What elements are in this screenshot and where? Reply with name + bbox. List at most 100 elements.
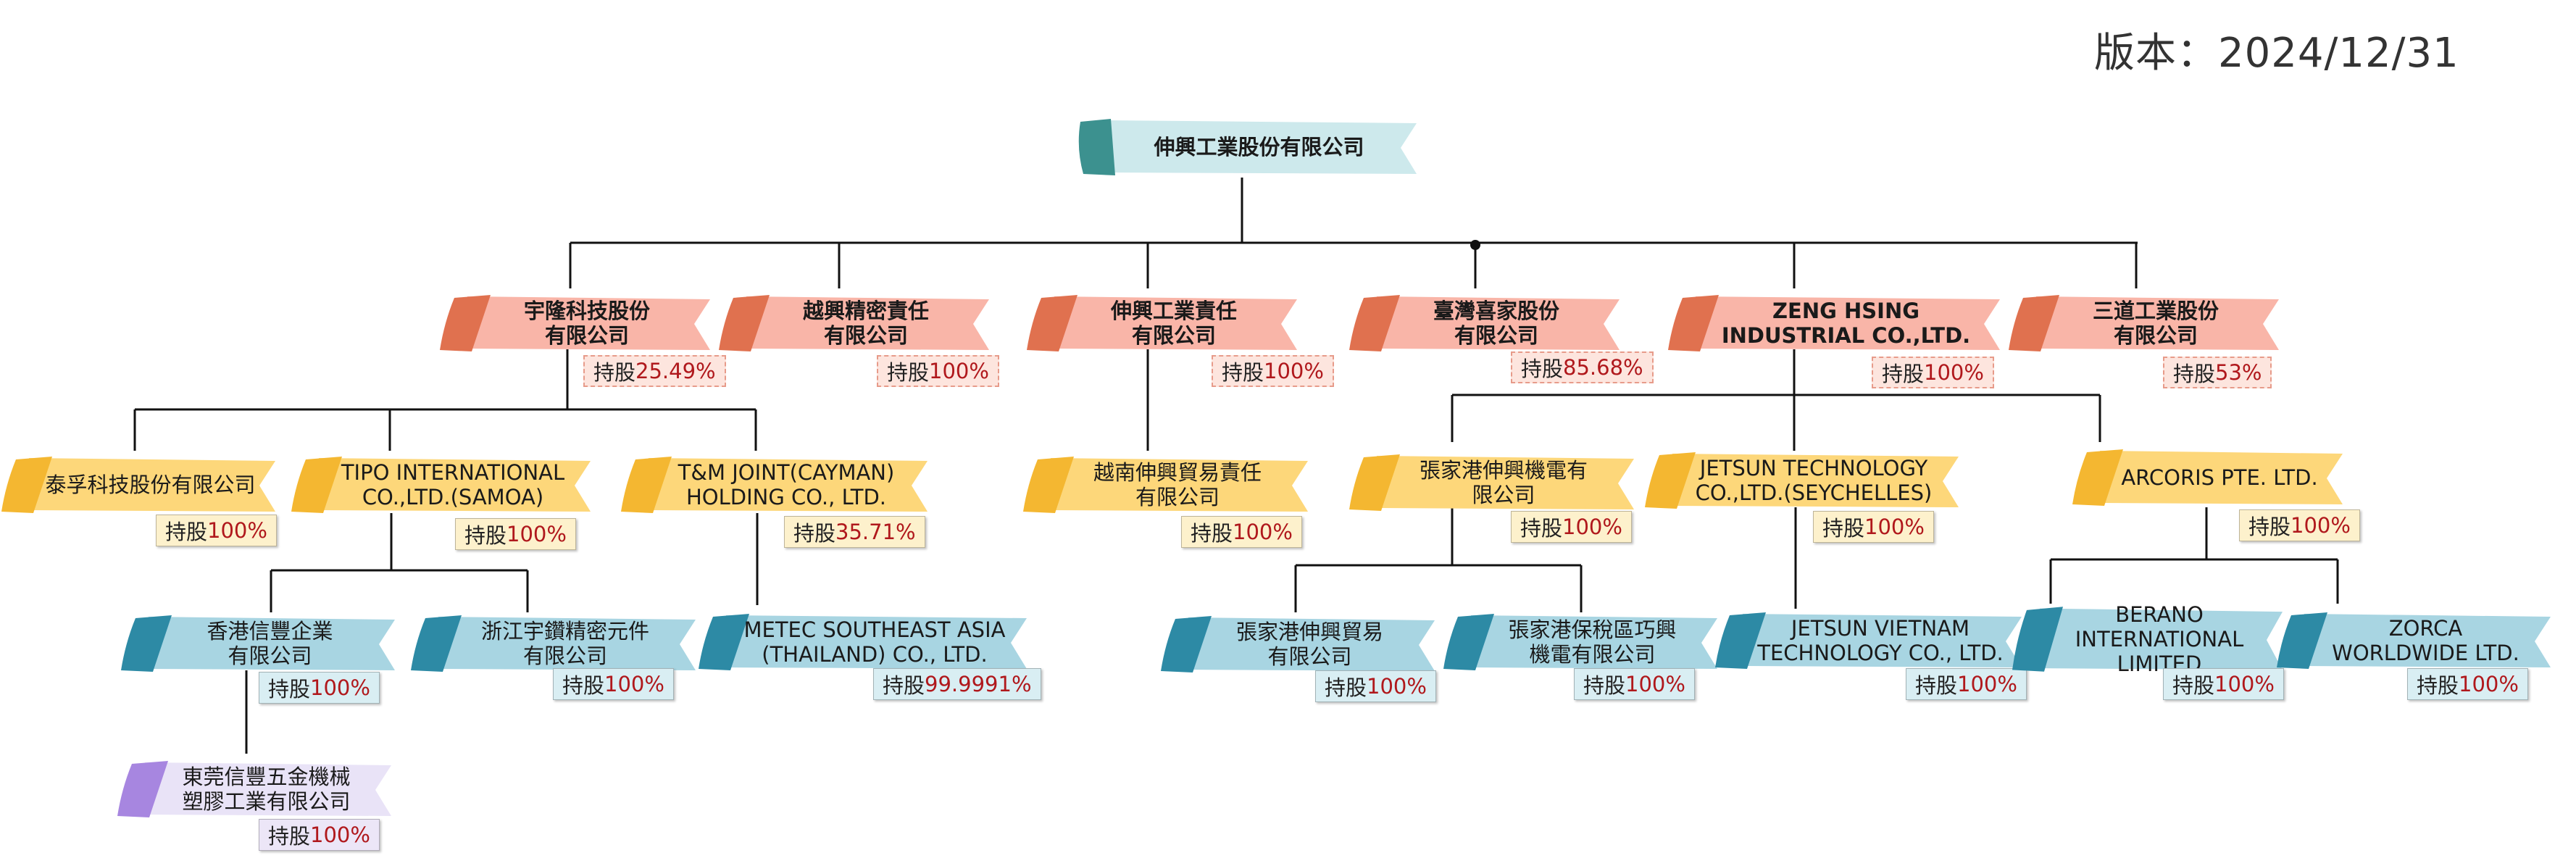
company-name: T&M JOINT(CAYMAN)HOLDING CO., LTD. — [678, 460, 895, 509]
company-name: 臺灣喜家股份有限公司 — [1433, 299, 1559, 348]
stake-percent: 100% — [2459, 672, 2519, 696]
ribbon-shape — [1078, 119, 1417, 175]
company-name: 張家港伸興貿易有限公司 — [1235, 620, 1383, 669]
ribbon-shape — [1645, 452, 1959, 509]
stake-percent: 100% — [929, 359, 989, 383]
stake-percent: 99.9991% — [925, 672, 1032, 696]
stake-percent: 100% — [310, 675, 370, 700]
ribbon-shape — [2072, 449, 2343, 506]
company-node-level3: T&M JOINT(CAYMAN)HOLDING CO., LTD. — [620, 455, 931, 515]
company-node-level3: 越南伸興貿易責任有限公司 — [1022, 455, 1312, 515]
stake-prefix: 持股 — [1882, 362, 1925, 386]
stake-percent: 100% — [1957, 672, 2017, 696]
stake-percent: 100% — [310, 823, 370, 847]
ribbon-shape — [291, 457, 591, 513]
company-name: 三道工業股份有限公司 — [2092, 299, 2219, 348]
ribbon-shape — [1443, 614, 1717, 670]
company-name: 張家港伸興機電有限公司 — [1419, 458, 1588, 507]
stake-prefix: 持股 — [1521, 357, 1564, 381]
stake-prefix: 持股 — [1915, 673, 1958, 698]
stake-percent: 100% — [1367, 674, 1427, 699]
company-name: 張家港保稅區巧興機電有限公司 — [1508, 617, 1677, 667]
stake-percent: 100% — [507, 522, 567, 546]
version-label: 版本：2024/12/31 — [2094, 30, 2459, 77]
ribbon-shape — [1715, 612, 2022, 669]
root-company-node: 伸興工業股份有限公司 — [1076, 117, 1420, 177]
ribbon-shape — [1161, 616, 1435, 673]
stake-prefix: 持股 — [464, 523, 507, 548]
ribbon-shape — [1, 457, 275, 513]
company-name: 浙江宇鑽精密元件有限公司 — [480, 619, 649, 668]
stake-prefix: 持股 — [2248, 515, 2291, 539]
ribbon-shape — [1027, 295, 1297, 351]
stake-percent: 100% — [604, 672, 664, 696]
company-name: 越南伸興貿易責任有限公司 — [1093, 460, 1262, 509]
company-name: 伸興工業股份有限公司 — [1154, 135, 1364, 159]
stake-prefix: 持股 — [593, 360, 636, 385]
stake-prefix: 持股 — [268, 824, 311, 849]
stake-percent: 100% — [1264, 359, 1324, 383]
ribbon-shape — [1023, 457, 1308, 513]
ribbon-shape — [117, 761, 391, 817]
stake-prefix: 持股 — [1583, 673, 1626, 698]
company-node-level3: 張家港伸興機電有限公司 — [1348, 453, 1638, 512]
ribbon-shape — [621, 457, 928, 513]
ribbon-shape — [440, 295, 710, 351]
company-node-level3: ARCORIS PTE. LTD. — [2071, 448, 2346, 507]
company-node-level4: METEC SOUTHEAST ASIA(THAILAND) CO., LTD. — [697, 612, 1030, 672]
stake-percent: 25.49% — [635, 359, 716, 383]
stake-prefix: 持股 — [883, 673, 925, 698]
stake-prefix: 持股 — [268, 677, 311, 701]
stake-percent: 100% — [2214, 672, 2275, 696]
stake-prefix: 持股 — [1325, 675, 1367, 700]
ribbon-shape — [1668, 295, 2000, 351]
ribbon-shape — [699, 614, 1027, 670]
ribbon-shape — [719, 295, 989, 351]
stake-prefix: 持股 — [793, 521, 836, 546]
stake-percent: 100% — [1562, 515, 1622, 539]
stake-percent: 100% — [207, 518, 267, 543]
company-node-level2: 伸興工業責任有限公司 — [1025, 293, 1301, 353]
company-name: 伸興工業責任有限公司 — [1110, 299, 1237, 348]
stake-prefix: 持股 — [1520, 516, 1563, 541]
company-node-level4: 浙江宇鑽精密元件有限公司 — [409, 614, 699, 673]
company-node-level2: 越興精密責任有限公司 — [717, 293, 993, 353]
stake-prefix: 持股 — [887, 360, 930, 385]
company-name: 宇隆科技股份有限公司 — [523, 299, 650, 348]
company-name: 東莞信豐五金機械塑膠工業有限公司 — [182, 765, 351, 814]
company-name: 越興精密責任有限公司 — [802, 299, 929, 348]
company-node-level2: 宇隆科技股份有限公司 — [438, 293, 714, 353]
company-node-level2: 臺灣喜家股份有限公司 — [1348, 293, 1623, 353]
stake-percent: 35.71% — [835, 520, 916, 544]
company-name: ARCORIS PTE. LTD. — [2121, 465, 2318, 490]
